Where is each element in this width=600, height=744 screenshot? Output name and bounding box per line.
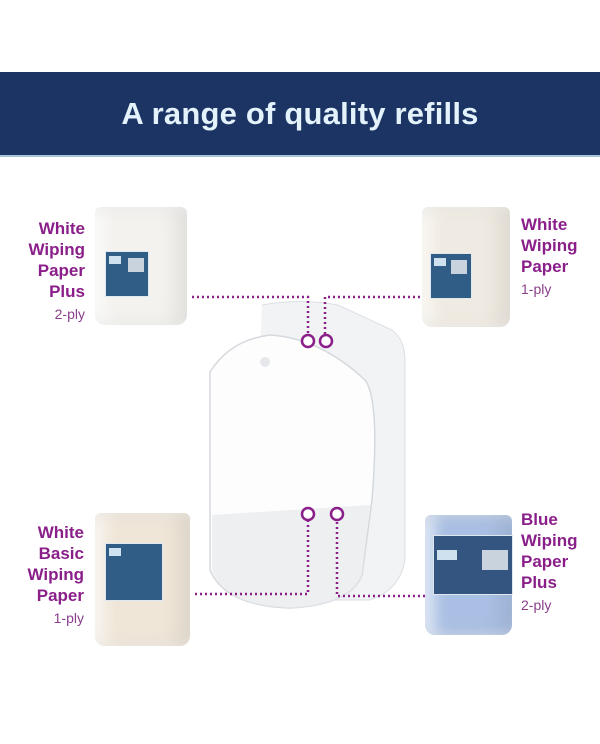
dispenser-window [212, 505, 370, 608]
roll-blue-wiping-paper-plus [425, 515, 513, 635]
marker-bottom-left [300, 506, 316, 522]
product-pack-label [433, 535, 513, 595]
label-white-wiping-paper-plus: White Wiping Paper Plus 2-ply [29, 218, 86, 325]
roll-white-wiping-paper-plus [95, 207, 187, 325]
label-line: Paper [36, 586, 84, 605]
label-line: White [37, 523, 84, 542]
label-line: Wiping [27, 565, 85, 584]
ply-label: 1-ply [521, 281, 552, 297]
label-line: Plus [49, 282, 85, 301]
product-pack-label [430, 253, 472, 299]
product-pack-label [105, 543, 163, 601]
marker-bottom-right [329, 506, 345, 522]
roll-white-basic-wiping-paper [95, 513, 190, 646]
marker-top-right [318, 333, 334, 349]
label-line: White [521, 215, 568, 234]
ply-label: 2-ply [521, 597, 552, 613]
label-line: Blue [521, 510, 558, 529]
label-line: Wiping [521, 531, 578, 550]
label-line: Paper [37, 261, 85, 280]
header-banner: A range of quality refills [0, 72, 600, 157]
marker-top-left [300, 333, 316, 349]
label-white-wiping-paper: White Wiping Paper 1-ply [521, 214, 578, 300]
label-line: Plus [521, 573, 557, 592]
label-white-basic-wiping-paper: White Basic Wiping Paper 1-ply [28, 522, 85, 629]
connector-top-right [323, 295, 420, 334]
label-line: Paper [521, 257, 569, 276]
label-line: Wiping [521, 236, 578, 255]
ply-label: 2-ply [54, 306, 85, 322]
product-pack-label [105, 251, 149, 297]
connector-top-left [192, 295, 310, 334]
ply-label: 1-ply [53, 610, 84, 626]
label-blue-wiping-paper-plus: Blue Wiping Paper Plus 2-ply [521, 509, 578, 616]
label-line: Wiping [28, 240, 86, 259]
roll-white-wiping-paper [422, 207, 510, 327]
label-line: Paper [521, 552, 569, 571]
label-line: White [38, 219, 85, 238]
page-title: A range of quality refills [121, 95, 479, 131]
label-line: Basic [38, 544, 84, 563]
